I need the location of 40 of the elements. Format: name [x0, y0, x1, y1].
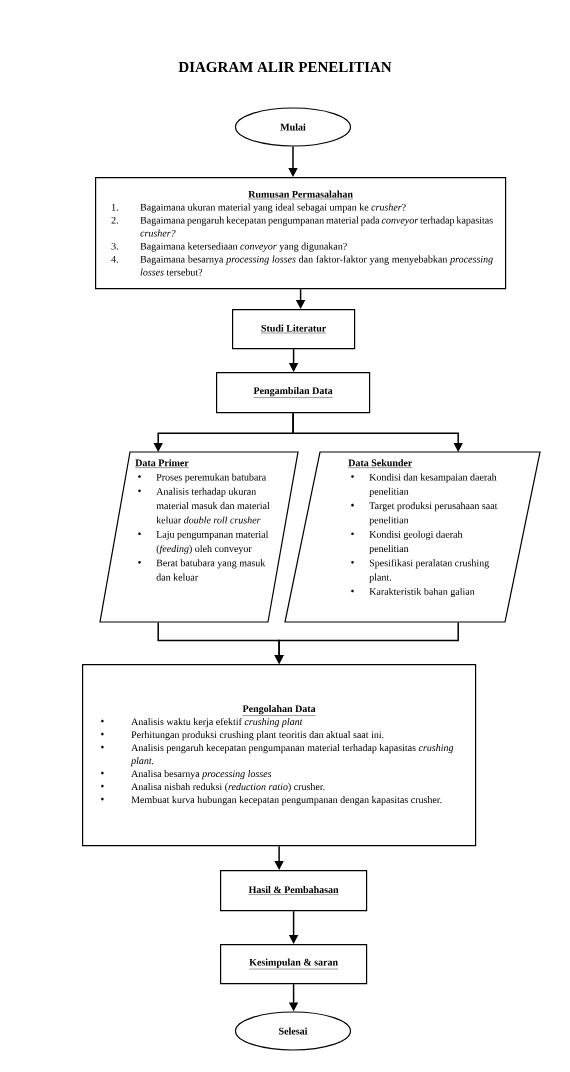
question-text: Bagaimana ukuran material yang ideal sebagai umpan ke crusher? [140, 203, 406, 213]
list-item: Analisa nisbah reduksi (reduction ratio) crusher. [131, 783, 325, 793]
list-item: Berat batubara yang masuk dan keluar [156, 559, 266, 581]
process-box [82, 664, 477, 847]
process-box: Studi Literatur [232, 309, 356, 350]
list-item: Analisis waktu kerja efektif crushing plant [131, 717, 303, 728]
item-number: 2. [111, 216, 118, 224]
process-box: Hasil & Pembahasan [220, 870, 368, 912]
list-item: Membuat kurva hubungan kecepatan pengumpanan dengan kapasitas crusher. [131, 796, 442, 806]
heading: Data Primer [135, 459, 189, 468]
question-text: Bagaimana pengaruh kecepatan pengumpanan material pada conveyor terhadap kapasitas crusher? [140, 216, 493, 237]
list-item: Target produksi perusahaan saat penelitian [369, 502, 498, 526]
list-item: Analisa besarnya processing losses [131, 770, 272, 780]
heading: Pengolahan Data [242, 705, 316, 716]
list-item: Analisis terhadap ukuran material masuk dan material keluar double roll crusher [156, 487, 270, 524]
item-number: 1. [112, 203, 118, 211]
data-parallelogram [284, 451, 541, 623]
list-item: Perhitungan produksi crushing plant teoritis dan aktual saat ini. [131, 731, 384, 741]
arrow [274, 845, 284, 870]
title: DIAGRAM ALIR PENELITIAN [178, 62, 392, 73]
list-item: Kondisi geologi daerah penelitian [369, 530, 463, 555]
list-item: Spesifikasi peralatan crushing plant. [369, 559, 489, 583]
arrow [288, 145, 298, 177]
heading: Rumusan Permasalahan [248, 190, 354, 200]
list-item: Proses peremukan batubara [156, 473, 266, 483]
item-number: 3. [111, 242, 118, 250]
arrow [274, 621, 459, 664]
question-text: Bagaimana besarnya processing losses dan faktor-faktor yang menyebabkan processing losses tersebut? [140, 255, 493, 276]
process-box: Pengambilan Data [216, 372, 371, 414]
question-text: Bagaimana ketersediaan conveyor yang digunakan? [140, 242, 347, 252]
heading: Data Sekunder [348, 459, 413, 468]
problem-box [95, 177, 507, 290]
item-number: 4. [111, 255, 118, 263]
list-item: Analisis pengaruh kecepatan pengumpanan material terhadap kapasitas crushing plant. [130, 744, 454, 767]
process-box: Kesimpulan & saran [220, 944, 368, 985]
list-item: Karakteristik bahan galian [369, 587, 475, 597]
list-item: Laju pengumpanan material (feeding) oleh conveyor [156, 530, 269, 555]
data-parallelogram [99, 451, 299, 623]
arrow [292, 412, 463, 452]
list-item: Kondisi dan kesampaian daerah penelitian [369, 473, 497, 497]
